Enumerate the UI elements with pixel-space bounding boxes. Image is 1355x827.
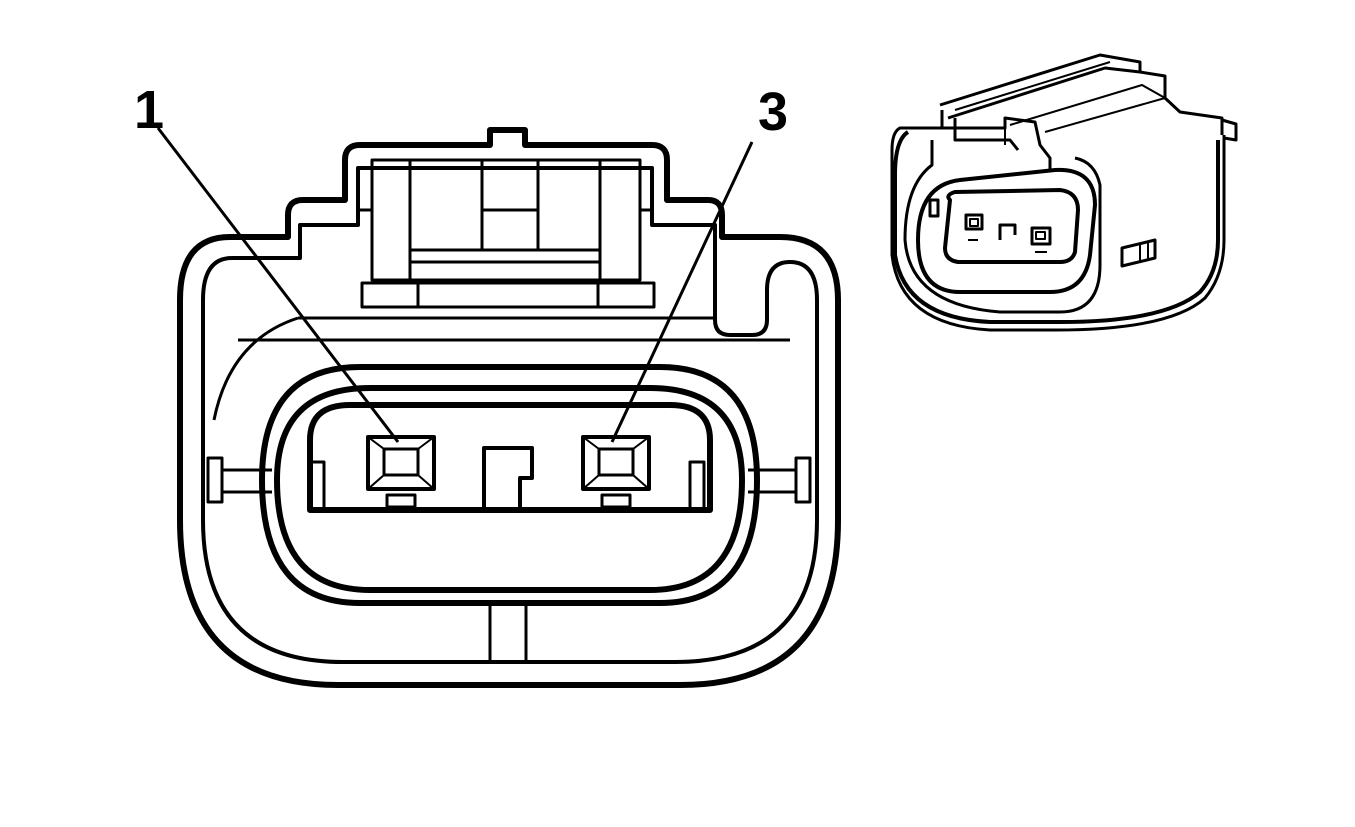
housing-outer-outline (177, 127, 841, 688)
callout-label-1: 1 (134, 80, 164, 140)
terminal-cavity-outer (259, 364, 760, 606)
terminal-face (307, 402, 713, 513)
iso-latch-bracket (953, 118, 1020, 151)
iso-side-lock (1120, 238, 1157, 268)
terminal-3 (581, 435, 651, 509)
connector-isometric-view (890, 53, 1238, 332)
bottom-rib (488, 603, 528, 662)
iso-housing-inner (903, 140, 1102, 314)
locking-latch (360, 158, 656, 309)
face-post-left (308, 460, 326, 512)
leader-line-3 (610, 141, 754, 443)
iso-top-rail (1044, 97, 1166, 133)
housing-inner-outline (201, 166, 819, 664)
iso-latch-bracket (890, 110, 1226, 332)
iso-terminal-1 (964, 213, 984, 231)
iso-front-face (916, 167, 1097, 294)
iso-terminal-3 (1030, 226, 1052, 246)
iso-housing-outline (893, 130, 1220, 324)
iso-top-rail (1009, 84, 1166, 126)
iso-terminal-face (943, 188, 1080, 264)
iso-side-tab (1221, 118, 1238, 142)
terminal-1 (366, 435, 436, 509)
iso-latch-bracket (942, 116, 1052, 172)
iso-top-rail (954, 61, 1111, 111)
callout-label-3: 3 (758, 82, 788, 142)
iso-center-key (998, 223, 1017, 240)
iso-top-rail (939, 53, 1224, 135)
center-key (482, 446, 534, 510)
iso-top-rail (947, 66, 1141, 120)
face-post-right (688, 460, 706, 512)
connector-face-view (156, 127, 841, 688)
leader-line-1 (156, 127, 400, 443)
iso-terminal-1 (969, 218, 979, 227)
side-lock-right (748, 456, 812, 504)
terminal-cavity-inner (274, 385, 745, 593)
iso-terminal-3 (1035, 231, 1046, 240)
side-lock-left (206, 456, 272, 504)
iso-left-tab (928, 198, 940, 218)
face-sweep-line (212, 316, 299, 421)
